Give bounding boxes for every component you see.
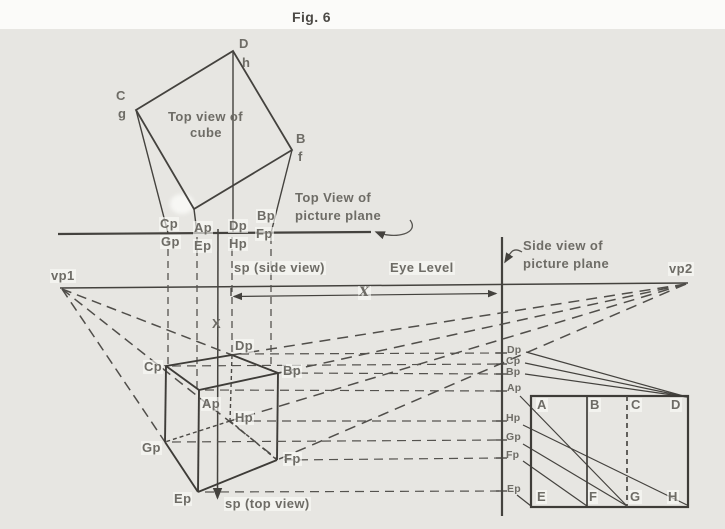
cube-edge-gp-ep bbox=[164, 441, 199, 493]
cube-edge-bp-fp bbox=[276, 372, 279, 461]
cube-edge-ap-ep bbox=[197, 389, 200, 493]
vertical-droppers bbox=[167, 237, 272, 388]
topview-caption-line2: cube bbox=[190, 125, 222, 140]
elevation-grid bbox=[529, 394, 690, 509]
tick-label-bp: Bp bbox=[506, 366, 521, 378]
cube-label-fp: Fp bbox=[283, 451, 302, 466]
topview-corner-B: B bbox=[296, 131, 306, 146]
cube-edge-cp-gp bbox=[164, 365, 167, 443]
tick-label-cp: Cp bbox=[506, 355, 521, 367]
grid-label-C: C bbox=[630, 397, 642, 412]
topview-corner-D: D bbox=[239, 36, 249, 51]
height-fan-lines bbox=[516, 351, 688, 507]
tick-label-fp: Fp bbox=[506, 449, 520, 461]
vp1-construction-lines bbox=[61, 288, 278, 460]
topview-corner-f: f bbox=[298, 149, 303, 164]
paper-top-margin bbox=[0, 0, 725, 29]
cube-label-ap: Ap bbox=[201, 396, 222, 411]
foot-label-cp: Cp bbox=[159, 216, 180, 231]
topview-corner-g: g bbox=[118, 106, 127, 121]
side-plane-pointer-arrow bbox=[504, 249, 523, 264]
cube-label-ep: Ep bbox=[173, 491, 193, 506]
grid-label-H: H bbox=[667, 489, 679, 504]
pp-top-caption-line2: picture plane bbox=[295, 208, 382, 223]
pp-side-caption-line1: Side view of bbox=[523, 238, 603, 253]
foot-label-ap: Ap bbox=[193, 220, 214, 235]
perspective-cube bbox=[163, 354, 282, 493]
foot-label-hp: Hp bbox=[228, 236, 249, 251]
foot-label-dp: Dp bbox=[228, 218, 249, 233]
vp1-label: vp1 bbox=[50, 268, 76, 283]
grid-label-D: D bbox=[670, 397, 682, 412]
cube-top-face bbox=[163, 354, 282, 392]
vp2-label: vp2 bbox=[668, 261, 694, 276]
cube-hidden-edge-hp-gp bbox=[164, 420, 231, 443]
grid-label-G: G bbox=[629, 489, 642, 504]
tick-label-hp: Hp bbox=[506, 412, 521, 424]
level-transfer-lines bbox=[171, 352, 503, 493]
sp-side-view-label: sp (side view) bbox=[233, 260, 326, 275]
pp-side-caption-line2: picture plane bbox=[523, 256, 610, 271]
side-picture-plane-line bbox=[500, 237, 523, 516]
station-point-vertical bbox=[212, 228, 223, 500]
cube-label-gp: Gp bbox=[141, 440, 162, 455]
topview-corner-C: C bbox=[116, 88, 126, 103]
vp2-construction-lines bbox=[229, 283, 687, 461]
grid-label-B: B bbox=[589, 397, 601, 412]
x-dimension-label: X bbox=[358, 285, 371, 300]
foot-label-gp: Gp bbox=[160, 234, 181, 249]
picture-plane-pointer-arrow bbox=[374, 219, 413, 240]
grid-label-F: F bbox=[588, 489, 599, 504]
grid-label-E: E bbox=[536, 489, 548, 504]
picture-plane-line-top bbox=[57, 219, 413, 240]
grid-label-A: A bbox=[536, 397, 548, 412]
cube-label-dp: Dp bbox=[234, 338, 255, 353]
cube-hidden-edge-dp-hp bbox=[229, 354, 233, 422]
cube-edge-ep-fp bbox=[197, 459, 278, 493]
foot-label-ep: Ep bbox=[193, 238, 213, 253]
cube-hidden-edge-hp-fp bbox=[229, 420, 278, 461]
eye-level-label: Eye Level bbox=[389, 260, 455, 275]
pp-top-caption-line1: Top View of bbox=[295, 190, 372, 205]
topview-corner-h: h bbox=[242, 55, 251, 70]
cube-label-hp: Hp bbox=[234, 410, 255, 425]
cube-label-cp: Cp bbox=[143, 359, 164, 374]
tick-label-gp: Gp bbox=[506, 431, 521, 443]
side-plane-ticks bbox=[496, 352, 507, 492]
tick-label-ep: Ep bbox=[507, 483, 521, 495]
projection-lines-top bbox=[135, 51, 293, 234]
topview-caption-line1: Top view of bbox=[168, 109, 243, 124]
eye-level-line bbox=[59, 282, 689, 296]
cube-label-bp: Bp bbox=[282, 363, 303, 378]
sp-top-view-label: sp (top view) bbox=[224, 496, 311, 511]
foot-label-bp: Bp bbox=[256, 208, 277, 223]
foot-label-fp: Fp bbox=[255, 226, 274, 241]
tick-label-dp: Dp bbox=[507, 344, 522, 356]
x-mark-label: X bbox=[212, 316, 222, 331]
figure-title: Fig. 6 bbox=[292, 9, 331, 25]
tick-label-ap: Ap bbox=[507, 382, 522, 394]
